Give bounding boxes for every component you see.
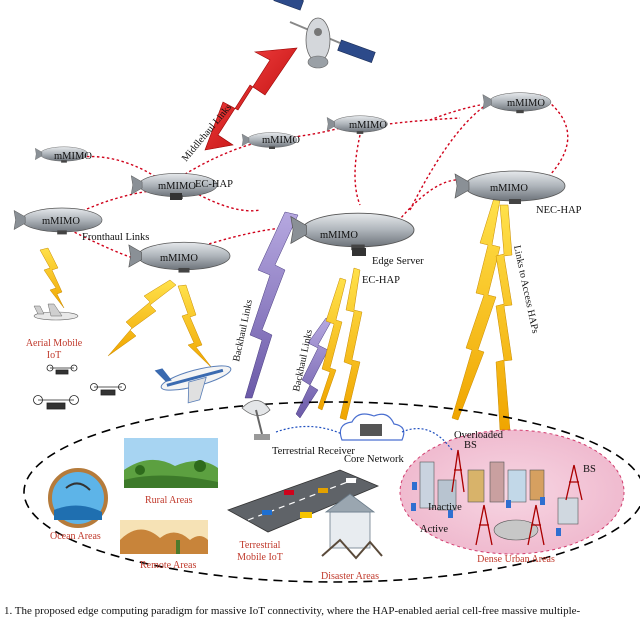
- terrestrial-receiver-icon: [241, 400, 271, 440]
- airplane-large-icon: [154, 365, 232, 404]
- backhaul-lightning-1: [244, 211, 299, 399]
- hap-label-4: mMIMO: [349, 120, 387, 131]
- aerial-mobile-iot-label-1: Aerial Mobile: [26, 338, 83, 349]
- drone-icons: [33, 364, 126, 410]
- middlehaul-lightning: [204, 47, 298, 151]
- ec-hap-top-label: EC-HAP: [195, 179, 233, 190]
- hap-label-5: mMIMO: [507, 98, 545, 109]
- ec-hap-center-label: EC-HAP: [362, 275, 400, 286]
- satellite-icon: [273, 0, 376, 69]
- core-network-label: Core Network: [344, 454, 405, 465]
- edge-server-label: Edge Server: [372, 256, 424, 267]
- aerial-mobile-iot-label-2: IoT: [47, 350, 61, 361]
- ocean-area-image: [48, 468, 108, 528]
- core-links: [275, 425, 453, 451]
- hap-label-6: mMIMO: [42, 216, 80, 227]
- disaster-areas-label: Disaster Areas: [321, 571, 379, 582]
- ground-region: [23, 401, 640, 583]
- access-lightning-bolts: [39, 197, 513, 431]
- ue-phone-icons: [411, 482, 561, 536]
- dense-urban-areas-label: Dense Urban Areas: [477, 554, 555, 565]
- hap-label-7: mMIMO: [160, 253, 198, 264]
- hap-label-8: mMIMO: [320, 230, 358, 241]
- hap-label-9: mMIMO: [490, 183, 528, 194]
- hap-label-1: mMIMO: [54, 151, 92, 162]
- active-label: Active: [420, 524, 448, 535]
- ocean-areas-label: Ocean Areas: [50, 531, 101, 542]
- remote-area-image: [120, 520, 208, 554]
- edge-server-icon: [352, 248, 366, 256]
- ec-hap-server-icon: [170, 193, 182, 200]
- terrestrial-mobile-iot-label-2: Mobile IoT: [237, 552, 283, 563]
- terrestrial-road-image: [227, 469, 380, 533]
- rural-areas-label: Rural Areas: [145, 495, 193, 506]
- remote-areas-label: Remote Areas: [140, 560, 196, 571]
- links-to-access-haps-label: Links to Access HAPs: [511, 244, 540, 334]
- bs-label: BS: [583, 464, 596, 475]
- inactive-label: Inactive: [428, 502, 462, 513]
- hap-label-3: mMIMO: [262, 135, 300, 146]
- base-station-icons: [451, 449, 583, 546]
- overloaded-bs-label-1: Overloaded: [454, 430, 504, 441]
- rural-area-image: [124, 438, 218, 488]
- terrestrial-receiver-label: Terrestrial Receiver: [272, 446, 355, 457]
- hap-label-2: mMIMO: [158, 181, 196, 192]
- terrestrial-mobile-iot-label-1: Terrestrial: [240, 540, 281, 551]
- middlehaul-links-label: Middlehaul Links: [180, 102, 234, 164]
- disaster-area-image: [321, 493, 383, 560]
- core-server-icon: [360, 424, 382, 436]
- fronthaul-links-label: Fronthaul Links: [82, 232, 149, 243]
- urban-buildings: [419, 461, 579, 541]
- nec-hap-label: NEC-HAP: [536, 205, 582, 216]
- overloaded-bs-label-2: BS: [464, 440, 477, 451]
- figure-caption: 1. The proposed edge computing paradigm …: [4, 605, 581, 617]
- airplane-small-icon: [33, 303, 79, 321]
